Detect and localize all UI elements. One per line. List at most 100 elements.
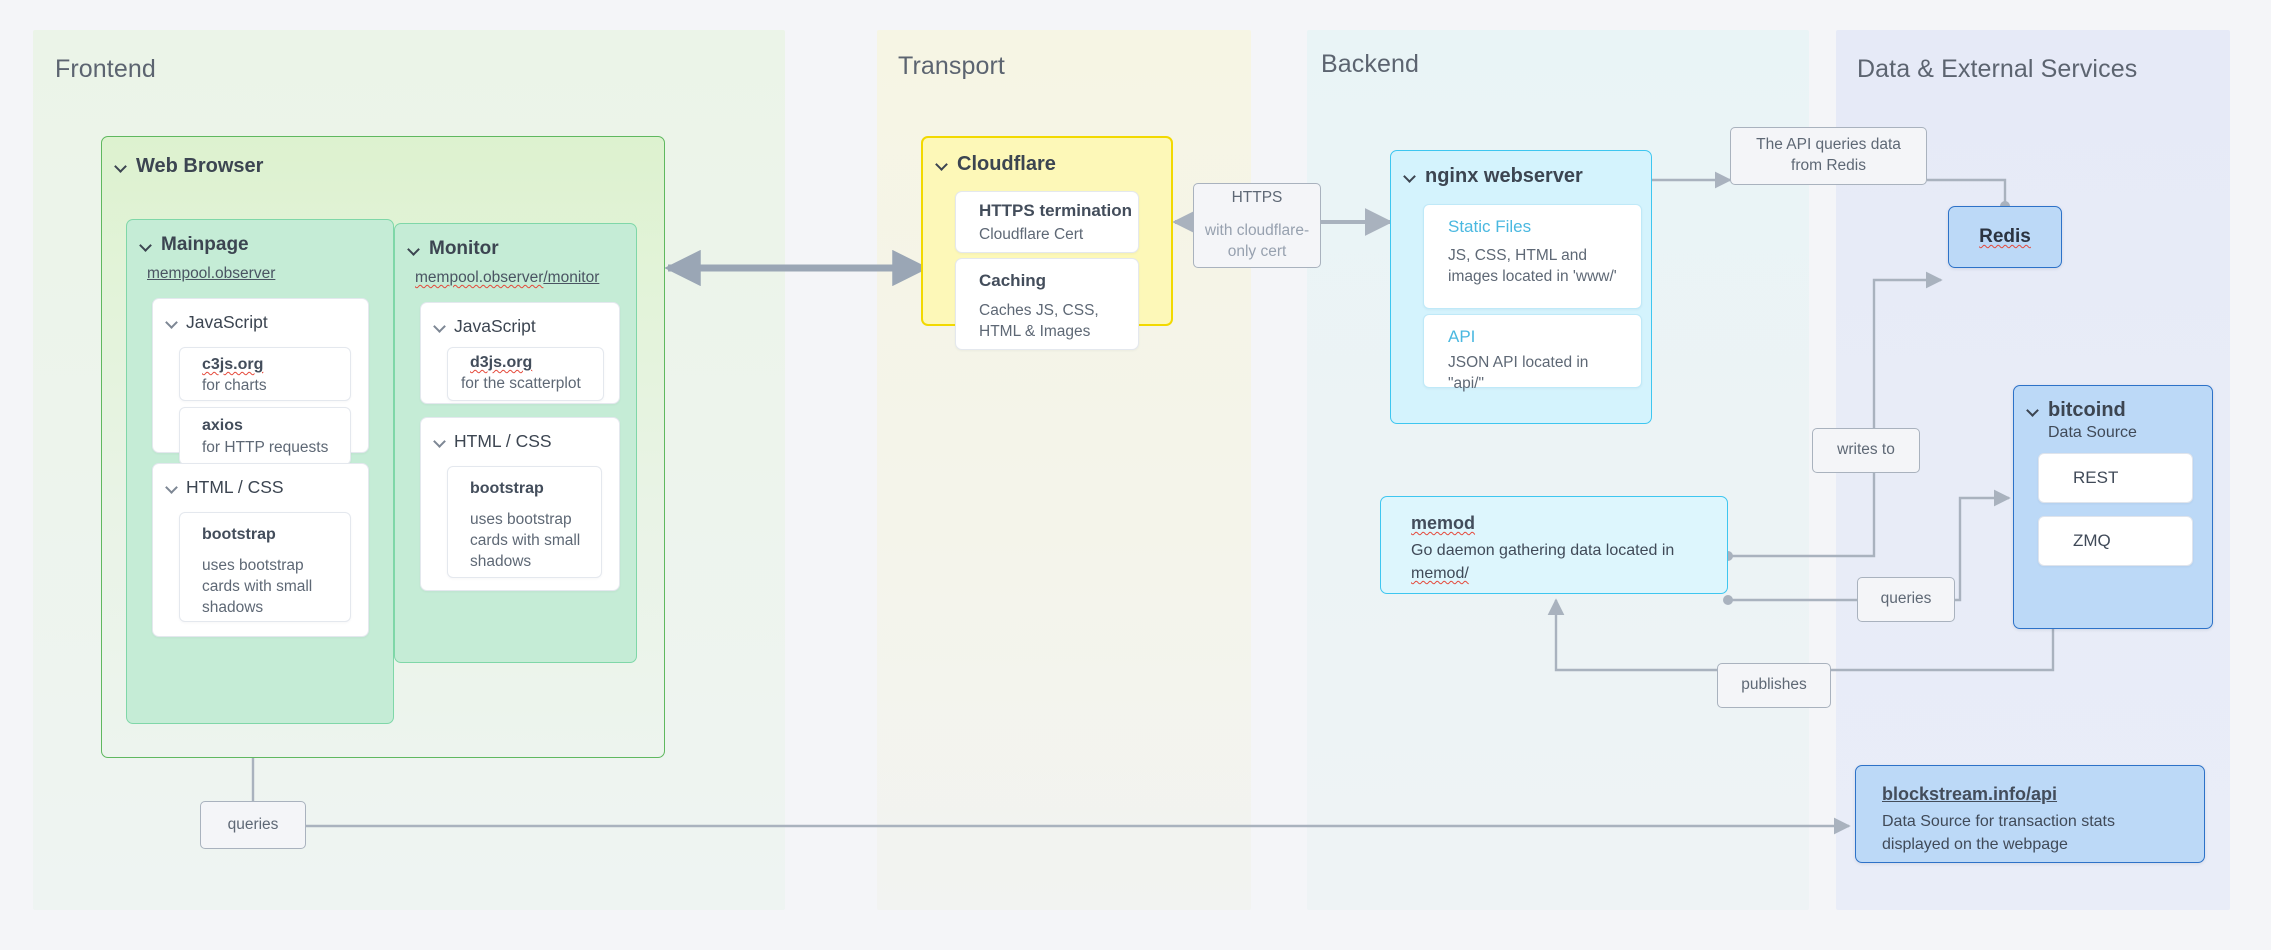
leaf-name-d3js[interactable]: d3js.org (470, 354, 533, 371)
leaf-desc-bootstrap: uses bootstrap cards with small shadows (202, 557, 313, 616)
chevron-down-icon[interactable] (435, 436, 446, 447)
chevron-down-icon[interactable] (1405, 171, 1416, 182)
memod-node[interactable]: memod Go daemon gathering data located i… (1380, 496, 1728, 594)
monitor-title: Monitor (409, 238, 499, 260)
mainpage-htmlcss-label: HTML / CSS (167, 477, 284, 498)
https-termination-desc: Cloudflare Cert (979, 226, 1084, 243)
cloudflare-node[interactable]: Cloudflare HTTPS termination Cloudflare … (921, 136, 1173, 350)
monitor-node[interactable]: Monitor mempool.observer/monitor JavaScr… (394, 223, 637, 663)
bitcoind-subtitle: Data Source (2048, 424, 2137, 441)
static-files-desc: JS, CSS, HTML and images located in 'www… (1448, 247, 1617, 285)
edge-label-writes-to-text: writes to (1837, 441, 1895, 459)
mainpage-url[interactable]: mempool.observer (147, 265, 275, 283)
blockstream-desc: Data Source for transaction stats displa… (1882, 810, 2115, 856)
memod-desc: Go daemon gathering data located in memo… (1411, 539, 1674, 585)
leaf-card-axios[interactable]: axios for HTTP requests (179, 407, 351, 465)
bitcoind-rest-card[interactable]: REST (2038, 453, 2193, 503)
bitcoind-rest-label: REST (2073, 468, 2119, 487)
mainpage-htmlcss-group[interactable]: HTML / CSS bootstrap uses bootstrap card… (152, 463, 369, 637)
edge-label-queries-right: queries (1857, 577, 1955, 622)
leaf-name-bootstrap: bootstrap (470, 480, 544, 497)
cloudflare-caching-card[interactable]: Caching Caches JS, CSS, HTML & Images (955, 258, 1139, 350)
edge-label-writes-to: writes to (1812, 428, 1920, 473)
leaf-name-c3js[interactable]: c3js.org (202, 356, 264, 373)
monitor-url[interactable]: mempool.observer/monitor (415, 269, 599, 287)
api-name: API (1448, 327, 1476, 346)
nginx-label: nginx webserver (1425, 165, 1583, 187)
nginx-api-card[interactable]: API JSON API located in "api/" (1423, 314, 1642, 392)
edge-label-api-queries-line2: from Redis (1791, 157, 1866, 174)
caching-name: Caching (979, 271, 1047, 290)
monitor-url-base: mempool.observer (415, 269, 544, 286)
monitor-url-path: /monitor (543, 269, 600, 286)
leaf-name-axios: axios (202, 417, 243, 434)
monitor-label: Monitor (429, 238, 499, 259)
monitor-javascript-label: JavaScript (435, 316, 536, 337)
memod-desc-line1: Go daemon gathering data located in (1411, 542, 1675, 559)
group-label-text: HTML / CSS (454, 431, 552, 451)
edge-label-queries-right-text: queries (1880, 590, 1932, 608)
chevron-down-icon[interactable] (409, 244, 420, 255)
monitor-htmlcss-group[interactable]: HTML / CSS bootstrap uses bootstrap card… (420, 417, 620, 591)
chevron-down-icon[interactable] (937, 159, 948, 170)
chevron-down-icon[interactable] (167, 482, 178, 493)
lane-title-backend: Backend (1321, 50, 1419, 78)
leaf-desc-d3js: for the scatterplot (461, 375, 581, 392)
monitor-javascript-group[interactable]: JavaScript d3js.org for the scatterplot (420, 302, 620, 404)
edge-label-queries-left-text: queries (227, 815, 279, 833)
bitcoind-zmq-label: ZMQ (2073, 531, 2111, 550)
leaf-card-d3js[interactable]: d3js.org for the scatterplot (447, 347, 604, 401)
caching-desc: Caches JS, CSS, HTML & Images (979, 302, 1099, 340)
leaf-desc-bootstrap: uses bootstrap cards with small shadows (470, 511, 581, 570)
edge-label-publishes-text: publishes (1741, 676, 1807, 694)
cloudflare-title: Cloudflare (937, 153, 1056, 176)
leaf-card-bootstrap-mainpage[interactable]: bootstrap uses bootstrap cards with smal… (179, 512, 351, 622)
edge-label-api-queries-redis: The API queries data from Redis (1730, 127, 1927, 185)
web-browser-title: Web Browser (116, 155, 263, 178)
web-browser-label: Web Browser (136, 155, 264, 177)
chevron-down-icon[interactable] (2028, 405, 2039, 416)
edge-label-api-queries-line1: The API queries data (1756, 136, 1901, 154)
redis-label[interactable]: Redis (1979, 226, 2031, 247)
bitcoind-label: bitcoind (2048, 399, 2126, 421)
monitor-htmlcss-label: HTML / CSS (435, 431, 552, 452)
chevron-down-icon[interactable] (116, 161, 127, 172)
blockstream-desc-line2: displayed on the webpage (1882, 836, 2068, 854)
mainpage-javascript-group[interactable]: JavaScript c3js.org for charts axios for… (152, 298, 369, 465)
edge-label-queries-left: queries (200, 801, 306, 849)
chevron-down-icon[interactable] (167, 317, 178, 328)
group-label-text: JavaScript (186, 312, 268, 332)
blockstream-node[interactable]: blockstream.info/api Data Source for tra… (1855, 765, 2205, 863)
blockstream-title[interactable]: blockstream.info/api (1882, 784, 2058, 804)
mainpage-node[interactable]: Mainpage mempool.observer JavaScript c3j… (126, 219, 394, 724)
edge-label-https: HTTPS with cloudflare-only cert (1193, 183, 1321, 268)
cloudflare-label: Cloudflare (957, 153, 1056, 175)
https-termination-name: HTTPS termination (979, 201, 1133, 220)
bitcoind-node[interactable]: bitcoind Data Source REST ZMQ (2013, 385, 2213, 629)
mainpage-title: Mainpage (141, 234, 249, 256)
cloudflare-https-termination-card[interactable]: HTTPS termination Cloudflare Cert (955, 191, 1139, 253)
edge-label-https-line1: HTTPS (1231, 189, 1283, 207)
leaf-card-c3js[interactable]: c3js.org for charts (179, 347, 351, 401)
group-label-text: HTML / CSS (186, 477, 284, 497)
group-label-text: JavaScript (454, 316, 536, 336)
mainpage-url-text: mempool.observer (147, 265, 276, 282)
memod-desc-line2: memod/ (1411, 565, 1469, 583)
mainpage-javascript-label: JavaScript (167, 312, 268, 333)
chevron-down-icon[interactable] (141, 240, 152, 251)
leaf-name-bootstrap: bootstrap (202, 526, 276, 543)
lane-title-frontend: Frontend (55, 55, 156, 83)
redis-node[interactable]: Redis (1948, 206, 2062, 268)
edge-label-publishes: publishes (1717, 663, 1831, 708)
leaf-card-bootstrap-monitor[interactable]: bootstrap uses bootstrap cards with smal… (447, 466, 602, 578)
chevron-down-icon[interactable] (435, 321, 446, 332)
bitcoind-title: bitcoind (2028, 399, 2126, 422)
nginx-static-files-card[interactable]: Static Files JS, CSS, HTML and images lo… (1423, 204, 1642, 309)
nginx-webserver-node[interactable]: nginx webserver Static Files JS, CSS, HT… (1390, 150, 1652, 424)
memod-title[interactable]: memod (1411, 513, 1476, 533)
lane-title-transport: Transport (898, 52, 1005, 80)
static-files-name: Static Files (1448, 217, 1532, 236)
bitcoind-zmq-card[interactable]: ZMQ (2038, 516, 2193, 566)
edge-label-https-line2: with cloudflare-only cert (1204, 222, 1310, 260)
leaf-desc-axios: for HTTP requests (202, 439, 329, 456)
